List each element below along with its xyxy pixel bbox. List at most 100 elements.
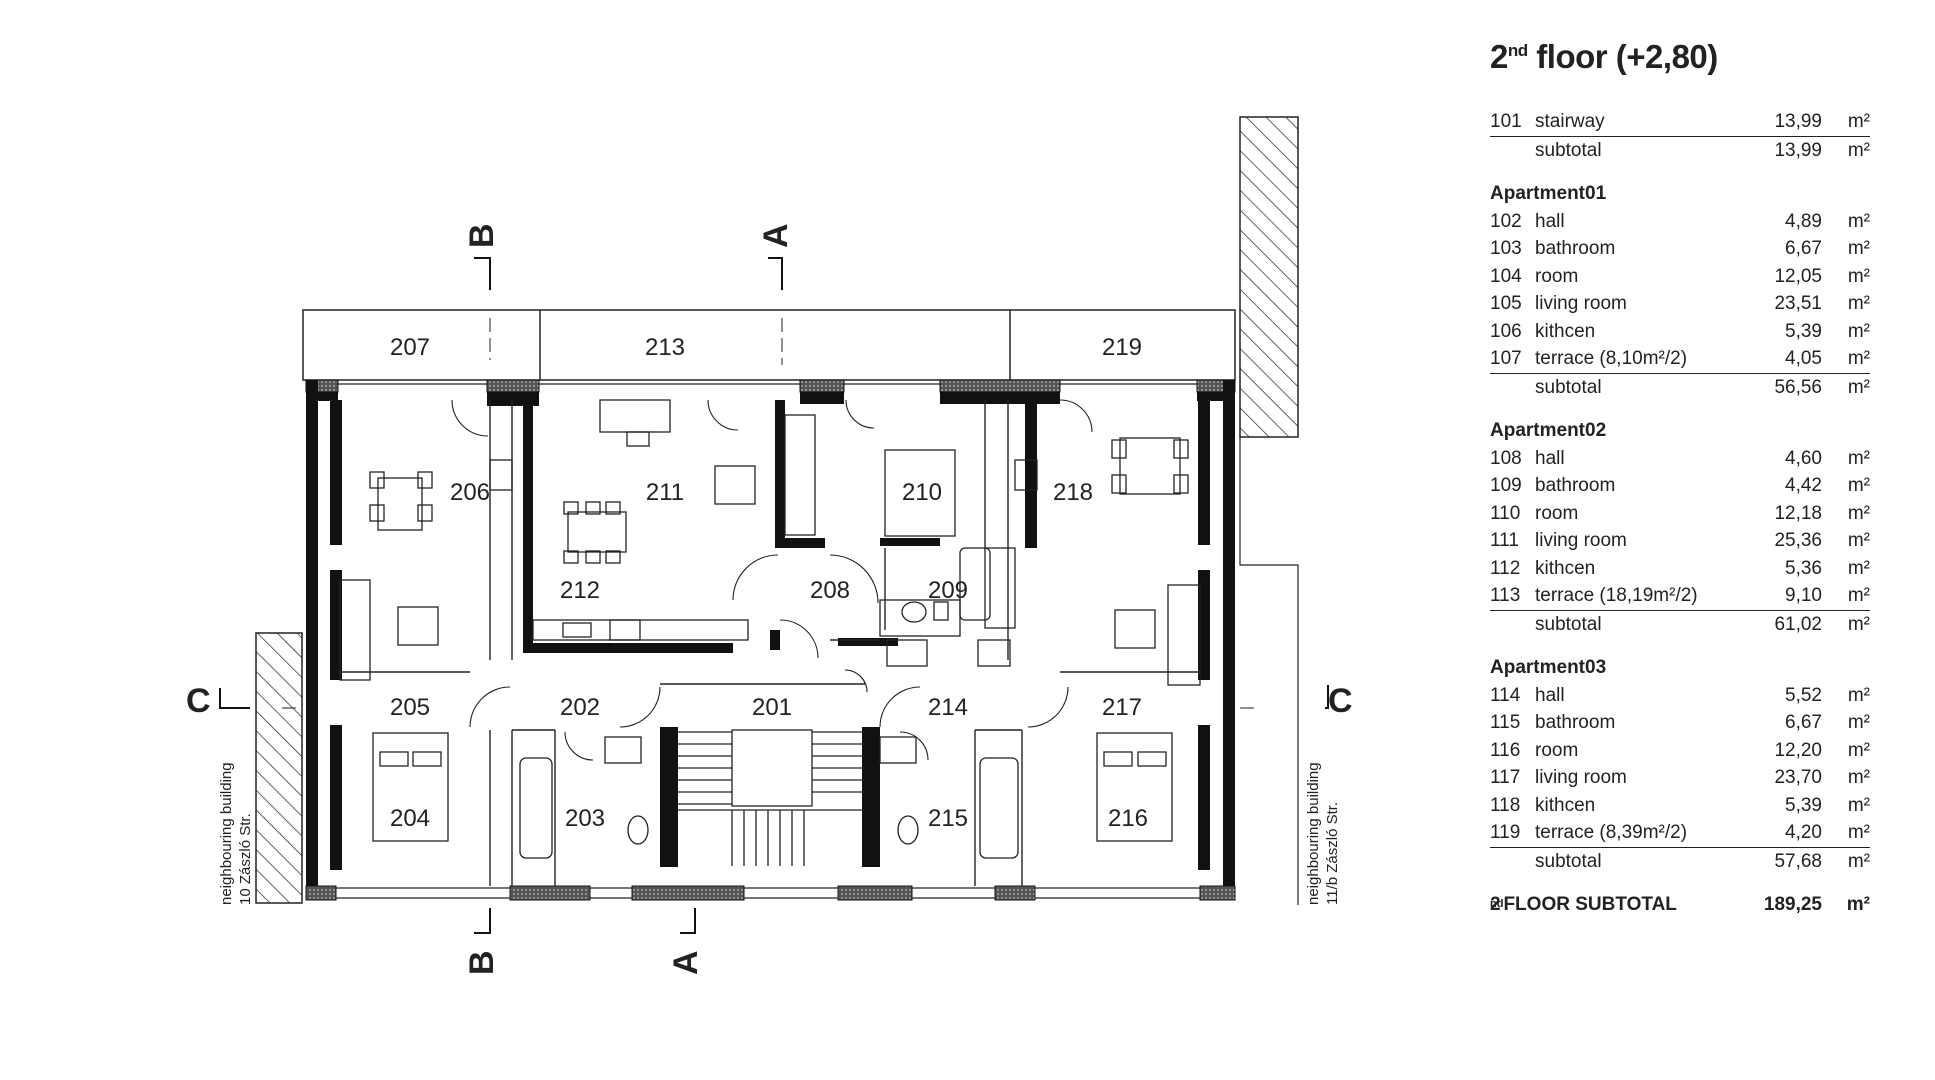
- room-area: 6,67: [1785, 712, 1822, 733]
- room-name: terrace (8,39m²/2): [1535, 822, 1688, 843]
- room-number: 103: [1490, 238, 1522, 259]
- room-unit: m²: [1847, 739, 1870, 761]
- room-area: 12,05: [1774, 265, 1822, 287]
- room-214-label: 214: [928, 694, 968, 721]
- room-number: 108: [1490, 447, 1522, 469]
- apartment-subtotal: subtotal 57,68 m²: [1490, 848, 1870, 876]
- room-row: 108 hall 4,60 m²: [1490, 445, 1870, 473]
- section-markers: B A B A C C: [186, 223, 1353, 975]
- room-number: 105: [1490, 293, 1522, 314]
- room-unit: m²: [1847, 293, 1870, 314]
- room-area: 12,20: [1774, 739, 1822, 761]
- furniture: [339, 399, 1201, 859]
- room-number: 106: [1490, 320, 1522, 342]
- neighbour-building-left: [255, 632, 303, 904]
- room-name: living room: [1535, 293, 1627, 314]
- room-217-label: 217: [1102, 694, 1142, 721]
- room-number: 117: [1490, 767, 1521, 788]
- room-number: 111: [1490, 530, 1519, 551]
- section-a-top: A: [757, 223, 795, 248]
- room-205-label: 205: [390, 694, 430, 721]
- room-number: 119: [1490, 822, 1521, 843]
- room-203-label: 203: [565, 805, 605, 832]
- room-area: 25,36: [1774, 530, 1822, 551]
- apartment-title: Apartment03: [1490, 657, 1607, 678]
- room-area: 12,18: [1774, 502, 1822, 524]
- room-unit: m²: [1847, 348, 1870, 369]
- floor-title: 2nd floor (+2,80): [1490, 38, 1718, 75]
- room-name: terrace (18,19m²/2): [1535, 585, 1698, 606]
- room-area: 4,05: [1785, 348, 1822, 369]
- floor-plan: 207 213 219 206 211 210 218 212 208 209 …: [186, 116, 1353, 975]
- room-row: 105 living room 23,51 m²: [1490, 290, 1870, 318]
- room-number: 107: [1490, 348, 1522, 369]
- subtotal-area: 57,68: [1774, 850, 1822, 872]
- room-name: room: [1535, 265, 1579, 287]
- room-207-label: 207: [390, 334, 430, 361]
- room-208-label: 208: [810, 577, 850, 604]
- room-area: 9,10: [1785, 585, 1822, 606]
- room-name: hall: [1535, 210, 1565, 232]
- room-213-label: 213: [645, 334, 685, 361]
- room-name: room: [1535, 739, 1579, 761]
- room-206-label: 206: [450, 479, 490, 506]
- room-204-label: 204: [390, 805, 430, 832]
- room-number: 102: [1490, 210, 1522, 232]
- room-name: kithcen: [1535, 320, 1596, 342]
- room-201-label: 201: [752, 694, 792, 721]
- room-labels: 207 213 219 206 211 210 218 212 208 209 …: [390, 334, 1148, 832]
- apartment-title: Apartment01: [1490, 183, 1607, 204]
- room-number: 115: [1490, 712, 1521, 733]
- room-name: hall: [1535, 684, 1565, 706]
- room-name: living room: [1535, 767, 1627, 788]
- room-unit: m²: [1847, 320, 1870, 342]
- apartment-list: Apartment01 102 hall 4,89 m² 103 bathroom 6,67 m…: [1490, 180, 1870, 875]
- section-b-bottom: B: [463, 950, 501, 975]
- room-area: 4,89: [1785, 210, 1822, 232]
- subtotal-area: 61,02: [1774, 613, 1822, 635]
- subtotal-unit: m²: [1847, 613, 1870, 635]
- interior-walls: [523, 400, 1037, 867]
- room-number: 116: [1490, 739, 1521, 761]
- room-number: 118: [1490, 794, 1521, 816]
- section-c-right: C: [1328, 682, 1353, 720]
- interior-thin-walls: [338, 400, 1198, 886]
- neighbour-labels: neighbouring building 10 Zászló Str. nei…: [218, 762, 1341, 905]
- room-unit: m²: [1847, 585, 1870, 606]
- room-area: 4,60: [1785, 447, 1822, 469]
- room-name: hall: [1535, 447, 1565, 469]
- room-name: bathroom: [1535, 238, 1616, 259]
- room-211-label: 211: [646, 479, 684, 506]
- room-area: 5,36: [1785, 557, 1822, 579]
- room-210-label: 210: [902, 479, 942, 506]
- room-unit: m²: [1847, 447, 1870, 469]
- room-area: 23,51: [1774, 293, 1822, 314]
- room-216-label: 216: [1108, 805, 1148, 832]
- room-number: 114: [1490, 684, 1521, 706]
- room-schedule: 2nd floor (+2,80) 101 stairway 13,99 m² …: [1490, 30, 1870, 919]
- room-219-label: 219: [1102, 334, 1142, 361]
- room-unit: m²: [1847, 238, 1870, 259]
- section-lines: [219, 257, 1329, 934]
- section-c-left: C: [186, 682, 211, 720]
- subtotal-unit: m²: [1847, 850, 1870, 872]
- room-202-label: 202: [560, 694, 600, 721]
- subtotal-label: subtotal: [1535, 850, 1602, 872]
- room-212-label: 212: [560, 577, 600, 604]
- room-unit: m²: [1847, 557, 1870, 579]
- stair-row: 101 stairway 13,99 m²: [1490, 108, 1870, 137]
- doors: [451, 399, 1093, 761]
- subtotal-area: 56,56: [1774, 376, 1822, 398]
- room-unit: m²: [1847, 684, 1870, 706]
